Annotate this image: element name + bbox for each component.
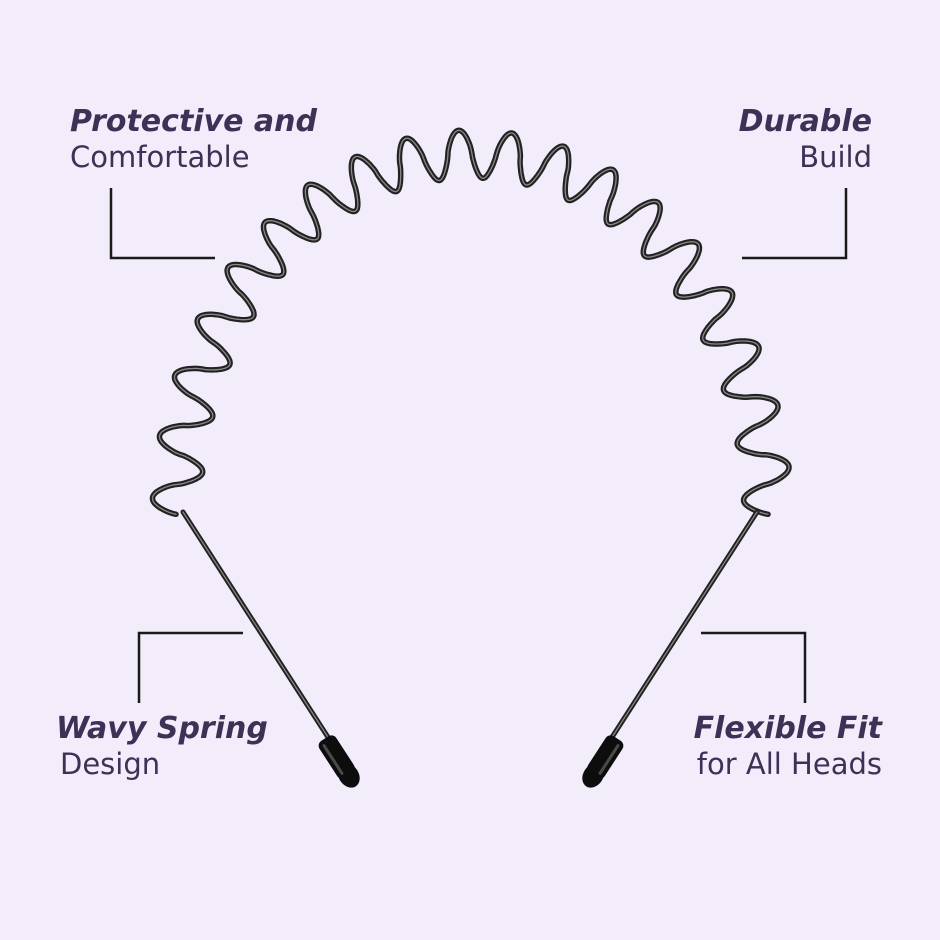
callout-title: Protective and xyxy=(70,104,317,139)
callout-subtitle: Comfortable xyxy=(70,140,250,174)
left-leg-highlight xyxy=(182,511,334,746)
wavy-band-wire-highlight xyxy=(151,129,790,515)
wavy-band-wire-outer xyxy=(149,127,792,518)
callout-title: Wavy Spring xyxy=(56,711,268,746)
right-tip xyxy=(582,735,624,788)
band-legs xyxy=(180,509,760,748)
left-tip xyxy=(318,735,360,788)
callout-title: Durable xyxy=(738,104,872,139)
leader-line-bottom-right xyxy=(701,631,807,703)
leader-line-bottom-left xyxy=(137,631,243,703)
callout-flexible-fit: Flexible Fit for All Heads xyxy=(694,711,882,782)
callout-subtitle: for All Heads xyxy=(696,747,882,781)
right-leg-highlight xyxy=(606,511,758,746)
callout-title: Flexible Fit xyxy=(693,711,882,746)
band-tips xyxy=(318,735,624,788)
callout-subtitle: Design xyxy=(60,747,161,781)
leader-line-top-right xyxy=(742,188,848,260)
callout-wavy-spring-design: Wavy Spring Design xyxy=(56,711,268,782)
callout-protective-comfortable: Protective and Comfortable xyxy=(70,104,317,175)
callout-durable-build: Durable Build xyxy=(739,104,872,175)
leader-lines xyxy=(109,188,848,703)
leader-line-top-left xyxy=(109,188,215,260)
wavy-band xyxy=(149,127,792,518)
callout-subtitle: Build xyxy=(799,140,872,174)
